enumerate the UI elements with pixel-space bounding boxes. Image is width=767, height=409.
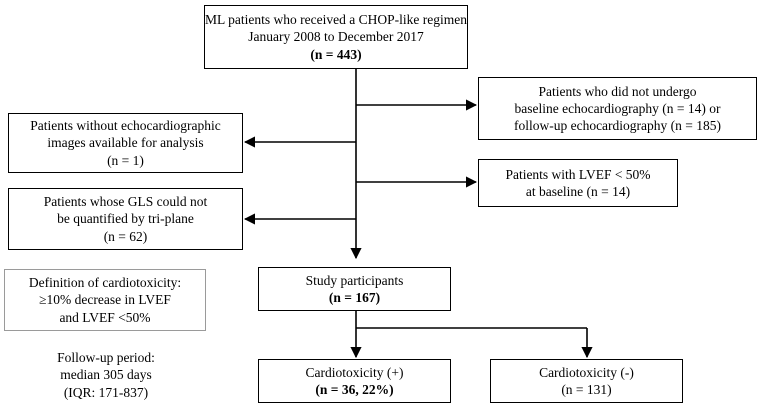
no-images-line2: images available for analysis	[47, 135, 204, 151]
exclusion-box-no-baseline-echo: Patients who did not undergo baseline ec…	[478, 77, 757, 140]
definition-line3: and LVEF <50%	[59, 309, 151, 325]
exclusion-box-low-lvef: Patients with LVEF < 50% at baseline (n …	[478, 159, 678, 207]
low-lvef-line2: at baseline (n = 14)	[525, 184, 631, 199]
study-label: Study participants	[305, 272, 404, 288]
cardiotoxicity-negative-box: Cardiotoxicity (-) (n = 131)	[490, 359, 683, 403]
followup-period-text: Follow-up period: median 305 days (IQR: …	[26, 349, 186, 401]
followup-line3: (IQR: 171-837)	[63, 384, 149, 400]
top-box-count: (n = 443)	[310, 46, 362, 62]
cardio-pos-label: Cardiotoxicity (+)	[305, 364, 404, 380]
study-participants-box: Study participants (n = 167)	[258, 267, 451, 311]
cardiotoxicity-positive-box: Cardiotoxicity (+) (n = 36, 22%)	[258, 359, 451, 403]
low-lvef-line1: Patients with LVEF < 50%	[505, 166, 651, 182]
cardio-neg-count: (n = 131)	[561, 382, 612, 397]
gls-line1: Patients whose GLS could not	[43, 194, 208, 210]
exclusion-box-gls-not-quantified: Patients whose GLS could not be quantifi…	[8, 188, 243, 250]
study-count: (n = 167)	[328, 290, 381, 305]
top-box-line1: ML patients who received a CHOP-like reg…	[205, 12, 467, 28]
no-images-line3: (n = 1)	[107, 152, 144, 168]
definition-line2: ≥10% decrease in LVEF	[39, 292, 171, 308]
no-images-line1: Patients without echocardiographic	[30, 118, 221, 134]
exclusion-box-no-images: Patients without echocardiographic image…	[8, 113, 243, 173]
definition-line1: Definition of cardiotoxicity:	[28, 275, 182, 291]
no-baseline-line3: follow-up echocardiography (n = 185)	[513, 118, 722, 134]
no-baseline-line1: Patients who did not undergo	[538, 83, 697, 99]
cardio-neg-label: Cardiotoxicity (-)	[539, 364, 634, 380]
followup-line2: median 305 days	[60, 367, 152, 383]
cardio-pos-count: (n = 36, 22%)	[315, 382, 394, 397]
top-box-line2: January 2008 to December 2017	[248, 29, 424, 45]
no-baseline-line2: baseline echocardiography (n = 14) or	[514, 100, 721, 116]
gls-line2: be quantified by tri-plane	[57, 211, 194, 227]
followup-line1: Follow-up period:	[57, 350, 155, 365]
definition-box: Definition of cardiotoxicity: ≥10% decre…	[4, 269, 206, 331]
gls-line3: (n = 62)	[103, 228, 148, 244]
top-box-all-patients: ML patients who received a CHOP-like reg…	[204, 5, 468, 69]
